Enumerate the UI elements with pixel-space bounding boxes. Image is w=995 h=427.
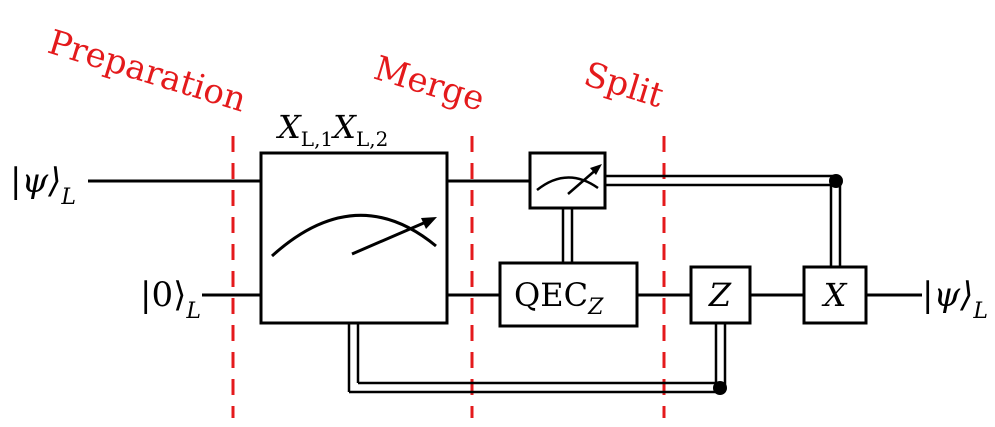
svg-text:XL,1XL,2: XL,1XL,2 xyxy=(275,108,388,151)
qec-box: QECZ xyxy=(498,261,639,328)
svg-text:Z: Z xyxy=(708,276,732,314)
split-measurement-box xyxy=(528,151,607,210)
stage-label-split: Split xyxy=(579,54,668,116)
svg-text:X: X xyxy=(821,276,848,314)
x-gate: X xyxy=(802,265,868,325)
control-dot-bottom xyxy=(713,381,727,395)
stage-label-preparation: Preparation xyxy=(43,22,250,120)
measurement-meter-icon xyxy=(270,213,437,258)
input-zero-label: |0⟩L xyxy=(140,275,201,324)
svg-text:|0⟩L: |0⟩L xyxy=(140,275,201,324)
svg-text:|ψ⟩L: |ψ⟩L xyxy=(10,161,76,210)
svg-text:Preparation: Preparation xyxy=(43,22,250,120)
svg-text:Split: Split xyxy=(579,54,668,116)
svg-text:Merge: Merge xyxy=(369,48,489,119)
svg-text:QECZ: QECZ xyxy=(514,276,604,320)
merge-measurement-box xyxy=(259,151,449,325)
stage-label-merge: Merge xyxy=(369,48,489,119)
svg-text:|ψ⟩L: |ψ⟩L xyxy=(922,275,988,324)
measurement-meter-icon xyxy=(536,164,602,195)
input-psi-label: |ψ⟩L xyxy=(10,161,76,210)
merge-box-label: XL,1XL,2 xyxy=(275,108,388,151)
control-dot-top xyxy=(829,174,843,188)
z-gate: Z xyxy=(689,265,752,325)
output-psi-label: |ψ⟩L xyxy=(922,275,988,324)
